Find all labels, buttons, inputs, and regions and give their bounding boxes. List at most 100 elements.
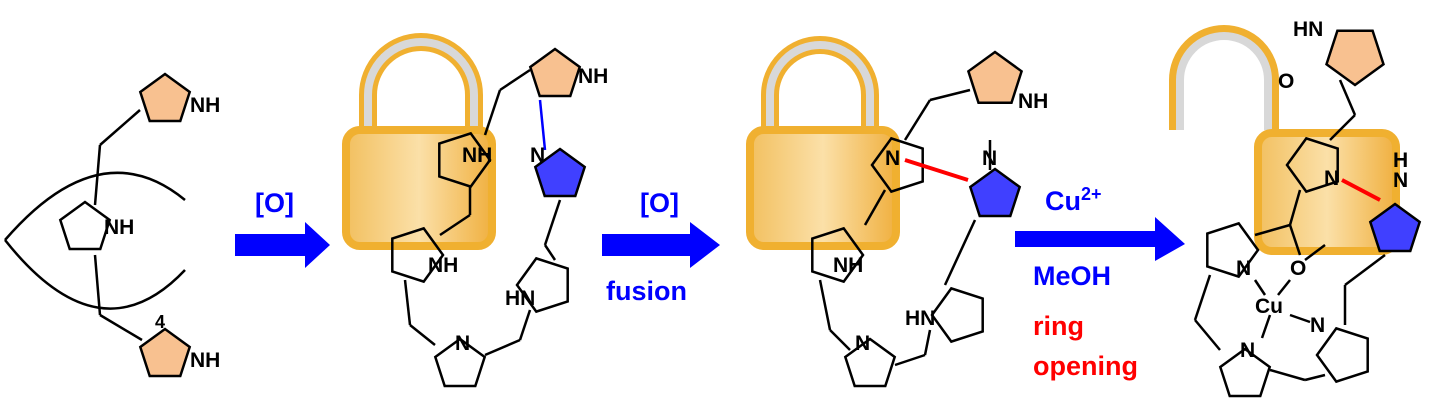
atom-nh: NH xyxy=(190,94,220,117)
pyrrole-rings xyxy=(58,29,1422,398)
pyrrole xyxy=(1218,347,1272,398)
bond xyxy=(1253,279,1267,296)
bond xyxy=(903,99,932,141)
pyrrole-orange xyxy=(138,327,192,378)
bond xyxy=(943,219,977,286)
reagent-oxidation-2: [O] xyxy=(640,188,679,218)
bonds xyxy=(93,68,1386,382)
padlock-open xyxy=(1169,25,1400,255)
pyrrole xyxy=(515,256,569,314)
atom-n: N xyxy=(885,147,900,170)
condition-fusion: fusion xyxy=(606,276,687,306)
pyrrole-orange xyxy=(528,47,582,98)
pyrrole xyxy=(433,337,487,388)
pyrrole xyxy=(1315,326,1369,384)
atom-nh: NH xyxy=(833,254,863,277)
macrocycle-arc-top xyxy=(4,171,186,241)
bond xyxy=(863,189,887,226)
pyrrole-blue xyxy=(1368,202,1422,253)
bond xyxy=(1194,319,1221,351)
bond xyxy=(484,338,521,357)
bond xyxy=(1344,254,1386,286)
bond xyxy=(409,324,436,346)
bond xyxy=(1338,79,1357,116)
bond xyxy=(1289,313,1311,324)
atom-n: N xyxy=(1240,339,1255,362)
bond xyxy=(1304,244,1326,261)
new-bond xyxy=(904,158,969,182)
atom-cu: Cu xyxy=(1255,295,1283,318)
atom-n: N xyxy=(455,332,470,355)
atom-n: N xyxy=(1393,169,1408,192)
pyrrole xyxy=(391,226,445,284)
bond xyxy=(403,279,412,326)
padlock-closed-2 xyxy=(746,36,900,250)
bond xyxy=(439,213,471,237)
bond xyxy=(923,329,932,356)
pyrrole xyxy=(1206,221,1260,279)
bond xyxy=(543,244,557,261)
atom-nh: NH xyxy=(104,216,134,239)
atom-n: N xyxy=(855,332,870,355)
atom-n: N xyxy=(1236,257,1251,280)
bond xyxy=(99,313,143,342)
pyrrole-blue xyxy=(968,167,1022,218)
bond xyxy=(483,89,502,136)
pyrrole-orange xyxy=(966,50,1024,104)
padlock-closed-1 xyxy=(342,33,496,250)
bond xyxy=(1304,373,1326,382)
pyrrole xyxy=(930,286,984,344)
reagent-copper: Cu2+ xyxy=(1045,184,1102,216)
atom-n: N xyxy=(1324,167,1339,190)
bond xyxy=(829,329,851,351)
atom-n: N xyxy=(1310,314,1325,337)
solvent-methanol: MeOH xyxy=(1033,261,1111,291)
bond xyxy=(499,68,531,92)
bond xyxy=(543,199,562,246)
atom-o: O xyxy=(1278,70,1294,93)
pyrrole-blue xyxy=(533,147,587,198)
bond xyxy=(894,353,926,367)
reaction-arrow-2 xyxy=(602,222,720,268)
atom-nh: NH xyxy=(462,144,492,167)
macrocycle-arc-bottom xyxy=(4,239,186,310)
atom-hn: HN xyxy=(905,307,935,330)
label-ring: ring xyxy=(1033,311,1084,341)
pyrrole xyxy=(58,200,112,251)
atom-nh: NH xyxy=(578,65,608,88)
bond xyxy=(818,279,832,331)
pyrrole xyxy=(438,131,492,189)
pyrrole xyxy=(811,226,865,284)
new-bond xyxy=(1341,178,1381,202)
atom-o: O xyxy=(1290,257,1306,280)
bond xyxy=(518,309,532,341)
atom-nh: NH xyxy=(190,349,220,372)
bond xyxy=(1269,368,1306,382)
bond xyxy=(1288,189,1302,226)
bond xyxy=(93,254,102,316)
bond xyxy=(99,109,141,146)
pyrrole xyxy=(843,337,897,388)
pyrrole xyxy=(1285,136,1339,194)
label-opening: opening xyxy=(1033,351,1138,381)
bond xyxy=(1254,223,1291,237)
bond xyxy=(1193,274,1212,321)
bond xyxy=(1277,279,1291,296)
reaction-arrow-3 xyxy=(1015,217,1185,261)
bond xyxy=(538,99,547,151)
bond xyxy=(1260,314,1272,339)
atom-nh: NH xyxy=(428,254,458,277)
atom-nh: NH xyxy=(1018,90,1048,113)
atom-n: N xyxy=(982,147,997,170)
bond xyxy=(929,88,971,102)
position-label: 4 xyxy=(155,312,165,332)
atom-n: N xyxy=(530,144,545,167)
bond xyxy=(1329,114,1356,141)
reaction-arrow-1 xyxy=(235,222,330,268)
bond xyxy=(1288,224,1302,256)
atom-hn: HN xyxy=(1293,18,1323,41)
reagent-oxidation-1: [O] xyxy=(255,188,294,218)
pyrrole-orange xyxy=(138,72,192,123)
atom-hn: HN xyxy=(505,287,535,310)
